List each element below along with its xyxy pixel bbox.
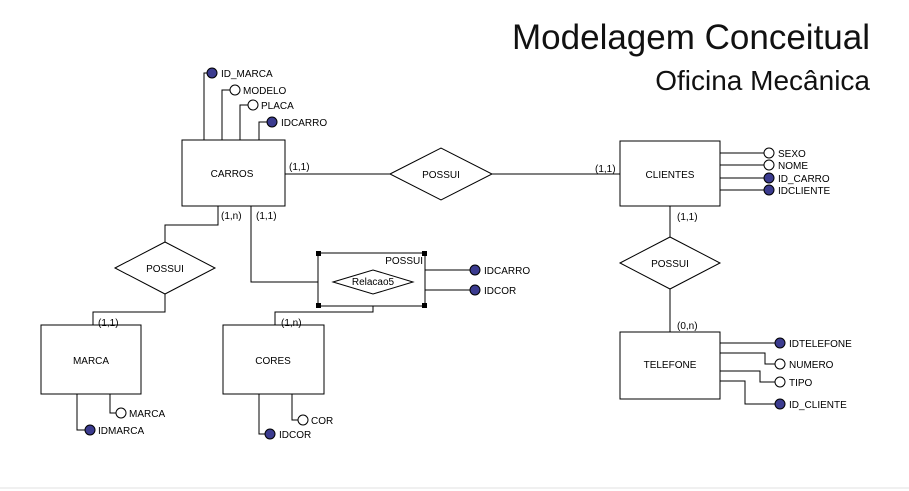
attribute-marca-marca-label: MARCA xyxy=(129,409,165,420)
attribute-marca-idmarca-label: IDMARCA xyxy=(98,426,144,437)
attribute-clientes-sexo-label: SEXO xyxy=(778,149,806,160)
relationship-carros-clientes-label: POSSUI xyxy=(422,170,460,181)
cardinality-marca-side: (1,1) xyxy=(98,318,119,329)
attribute-cores-idcor[interactable]: IDCOR xyxy=(264,428,311,441)
cardinality-carros-marca-rel: (1,n) xyxy=(221,211,242,222)
attribute-marca-idmarca[interactable]: IDMARCA xyxy=(84,424,144,437)
attribute-relacao5-idcarro-label: IDCARRO xyxy=(484,266,530,277)
attribute-carros-modelo[interactable]: MODELO xyxy=(229,84,287,97)
attribute-cores-idcor-label: IDCOR xyxy=(279,430,311,441)
entity-cores-label: CORES xyxy=(255,356,291,367)
relationship-carros-clientes[interactable]: POSSUI xyxy=(388,147,494,201)
attribute-telefone-tipo[interactable]: TIPO xyxy=(774,376,813,389)
entity-clientes-label: CLIENTES xyxy=(646,170,695,181)
attribute-relacao5-idcarro[interactable]: IDCARRO xyxy=(469,264,530,277)
cardinality-carros-cores-rel: (1,1) xyxy=(256,211,277,222)
attribute-relacao5-idcor[interactable]: IDCOR xyxy=(469,284,516,297)
attribute-telefone-numero-label: NUMERO xyxy=(789,360,834,371)
attribute-cores-cor[interactable]: COR xyxy=(297,414,333,427)
relationship-clientes-telefone-label: POSSUI xyxy=(651,259,689,270)
attribute-carros-id-marca-label: ID_MARCA xyxy=(221,69,273,80)
attribute-carros-id-marca[interactable]: ID_MARCA xyxy=(206,67,273,80)
attribute-clientes-idcliente[interactable]: IDCLIENTE xyxy=(763,184,831,197)
attribute-clientes-sexo[interactable]: SEXO xyxy=(763,147,806,160)
attribute-telefone-idtelefone-label: IDTELEFONE xyxy=(789,339,852,350)
attribute-telefone-id-cliente[interactable]: ID_CLIENTE xyxy=(774,398,847,411)
attribute-carros-placa-label: PLACA xyxy=(261,101,294,112)
attribute-carros-idcarro-label: IDCARRO xyxy=(281,118,327,129)
attribute-relacao5-idcor-label: IDCOR xyxy=(484,286,516,297)
attribute-telefone-numero[interactable]: NUMERO xyxy=(774,358,834,371)
attribute-telefone-tipo-label: TIPO xyxy=(789,378,813,389)
relationship-carros-marca[interactable]: POSSUI xyxy=(113,241,217,295)
cardinality-telefone-side: (0,n) xyxy=(677,321,698,332)
relationship-carros-cores[interactable]: POSSUI Relacao5 xyxy=(316,251,427,308)
entity-marca-label: MARCA xyxy=(73,356,109,367)
relationship-clientes-telefone[interactable]: POSSUI xyxy=(618,236,722,290)
selection-handle-bottom-left[interactable] xyxy=(316,303,321,308)
attribute-telefone-id-cliente-label: ID_CLIENTE xyxy=(789,400,847,411)
attribute-marca-marca[interactable]: MARCA xyxy=(115,407,165,420)
attribute-clientes-nome[interactable]: NOME xyxy=(763,159,808,172)
relationship-carros-cores-container-label: POSSUI xyxy=(385,256,423,267)
entity-carros[interactable]: CARROS xyxy=(181,139,286,207)
selection-handle-top-right[interactable] xyxy=(422,251,427,256)
attribute-clientes-nome-label: NOME xyxy=(778,161,808,172)
relationship-carros-marca-label: POSSUI xyxy=(146,264,184,275)
diagram-subtitle: Oficina Mecânica xyxy=(655,65,870,96)
attribute-clientes-id-carro-label: ID_CARRO xyxy=(778,174,830,185)
cardinality-cores-side: (1,n) xyxy=(281,318,302,329)
attribute-carros-idcarro[interactable]: IDCARRO xyxy=(266,116,327,129)
diagram-title: Modelagem Conceitual xyxy=(512,18,870,57)
selection-handle-bottom-right[interactable] xyxy=(422,303,427,308)
attribute-cores-cor-label: COR xyxy=(311,416,333,427)
cardinality-clientes-clientes-rel: (1,1) xyxy=(595,164,616,175)
cardinality-clientes-telefone-rel: (1,1) xyxy=(677,212,698,223)
cardinality-carros-clientes-rel: (1,1) xyxy=(289,162,310,173)
attribute-clientes-idcliente-label: IDCLIENTE xyxy=(778,186,831,197)
attribute-carros-placa[interactable]: PLACA xyxy=(247,99,294,112)
attribute-clientes-id-carro[interactable]: ID_CARRO xyxy=(763,172,830,185)
entity-clientes[interactable]: CLIENTES xyxy=(619,140,721,207)
entity-telefone-label: TELEFONE xyxy=(644,360,697,371)
connector-lines xyxy=(76,72,775,435)
relationship-carros-cores-label: Relacao5 xyxy=(352,277,395,288)
attribute-telefone-idtelefone[interactable]: IDTELEFONE xyxy=(774,337,852,350)
attribute-carros-modelo-label: MODELO xyxy=(243,86,287,97)
entity-marca[interactable]: MARCA xyxy=(40,324,142,395)
entity-cores[interactable]: CORES xyxy=(222,324,325,395)
selection-handle-top-left[interactable] xyxy=(316,251,321,256)
entity-carros-label: CARROS xyxy=(211,169,254,180)
entity-telefone[interactable]: TELEFONE xyxy=(619,331,721,400)
